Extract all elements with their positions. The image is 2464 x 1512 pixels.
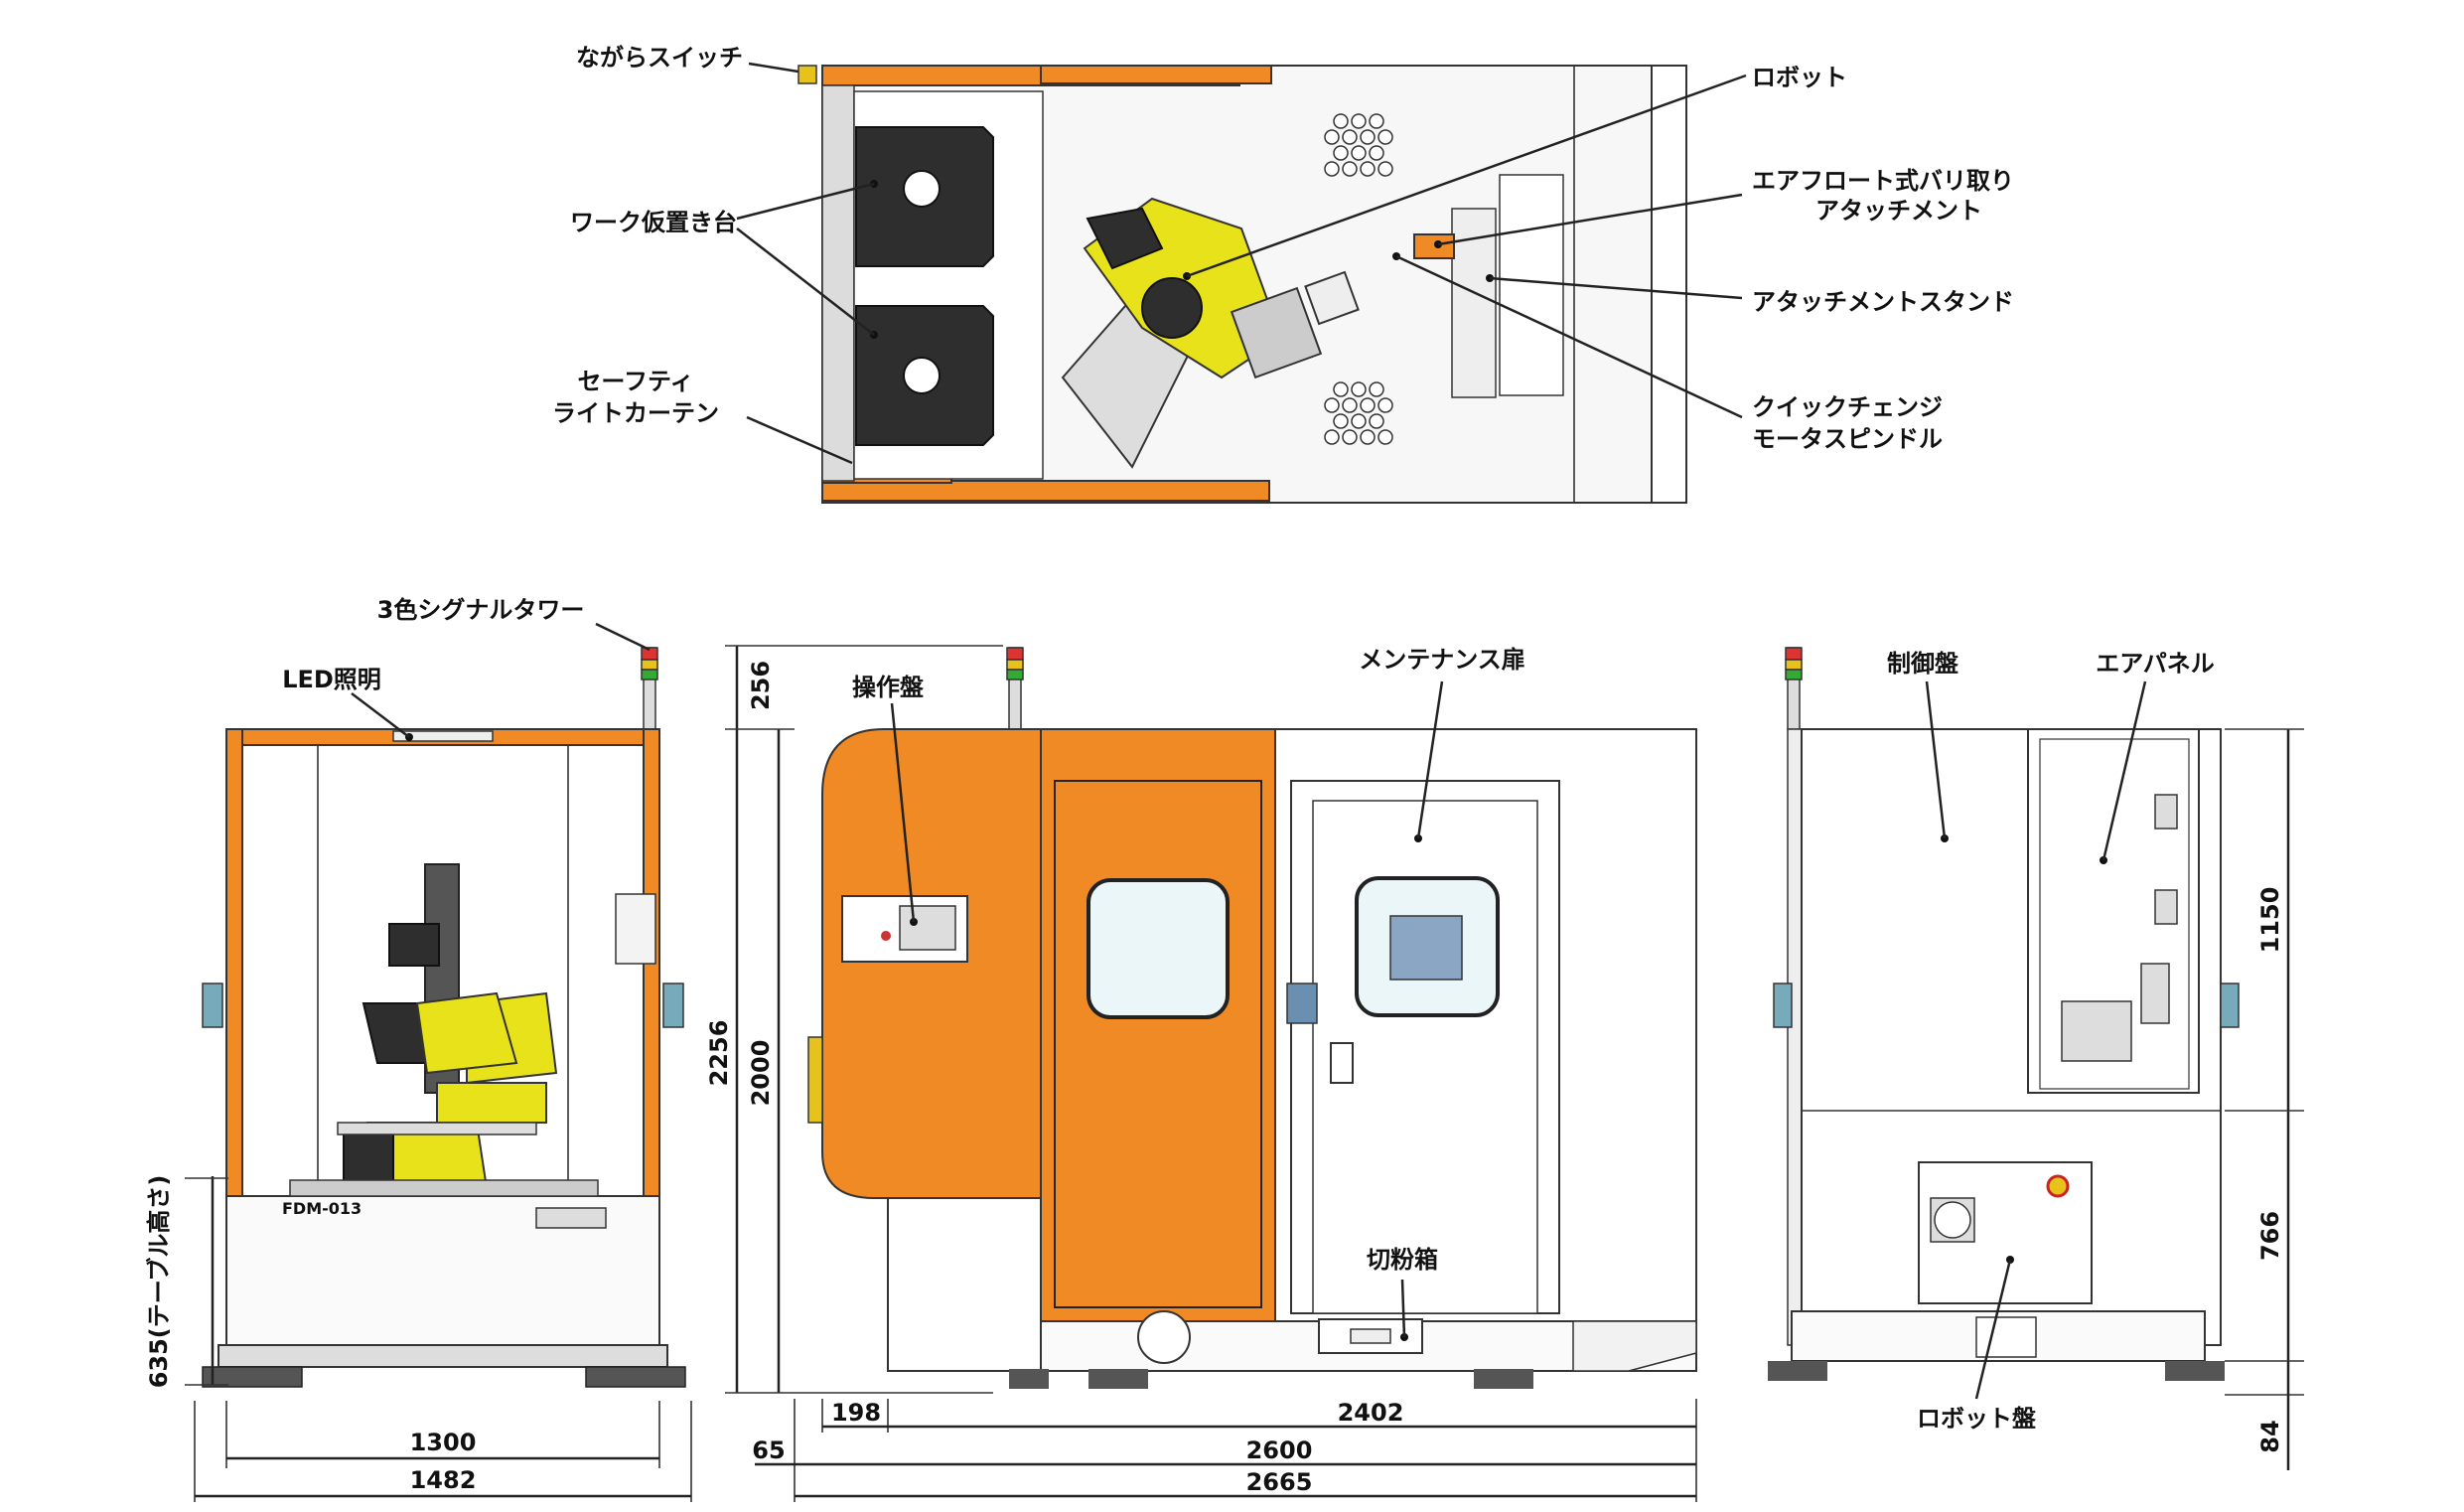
- label-float-deburr-2: アタッチメント: [1815, 197, 1982, 225]
- dim-table-height: 635(テーブル高さ): [145, 1175, 173, 1389]
- dim-2402: 2402: [1338, 1399, 1404, 1427]
- label-float-deburr-1: エアフロート式バリ取り: [1752, 167, 2014, 195]
- dim-84: 84: [2256, 1420, 2284, 1452]
- side-view-right: [1768, 647, 2304, 1470]
- dim-2600: 2600: [1246, 1436, 1313, 1464]
- label-work-stand: ワーク仮置き台: [570, 209, 737, 236]
- label-attachment-stand: アタッチメントスタンド: [1752, 288, 2014, 316]
- label-signal-tower: 3色シグナルタワー: [377, 596, 585, 624]
- front-view: [725, 645, 1697, 1502]
- label-safety-curtain-1: セーフティ: [577, 368, 693, 395]
- dim-1300: 1300: [410, 1429, 477, 1456]
- label-maintenance-door: メンテナンス扉: [1359, 646, 1525, 674]
- dim-1482: 1482: [410, 1466, 477, 1494]
- label-robot-panel: ロボット盤: [1917, 1405, 2037, 1433]
- deburr-attachment: [1413, 233, 1455, 259]
- side-view-left: [185, 622, 692, 1502]
- label-ops-panel: 操作盤: [852, 674, 925, 701]
- label-robot: ロボット: [1752, 64, 1847, 91]
- dim-2000: 2000: [747, 1040, 775, 1107]
- label-spindle-2: モータスピンドル: [1752, 425, 1943, 453]
- label-air-panel: エアパネル: [2096, 650, 2215, 678]
- dim-256: 256: [747, 661, 775, 710]
- dim-766: 766: [2256, 1211, 2284, 1261]
- top-view: [736, 62, 1747, 504]
- dim-2665: 2665: [1246, 1468, 1313, 1496]
- label-chip-box: 切粉箱: [1367, 1246, 1438, 1274]
- label-nagara-switch: ながらスイッチ: [576, 44, 743, 72]
- label-led: LED照明: [282, 666, 381, 693]
- label-model: FDM-013: [282, 1199, 362, 1218]
- dim-198: 198: [831, 1399, 881, 1427]
- nagara-switch: [797, 65, 817, 84]
- label-control-panel: 制御盤: [1887, 650, 1959, 678]
- robot-top: [1061, 197, 1360, 469]
- dim-1150: 1150: [2256, 887, 2284, 954]
- vent-holes-upper: [1324, 113, 1393, 177]
- window-left: [1087, 878, 1230, 1019]
- vent-holes-lower: [1324, 381, 1393, 445]
- label-safety-curtain-2: ライトカーテン: [552, 399, 719, 427]
- label-spindle-1: クイックチェンジ: [1752, 393, 1943, 421]
- dim-65: 65: [752, 1436, 785, 1464]
- dim-2256: 2256: [705, 1020, 733, 1087]
